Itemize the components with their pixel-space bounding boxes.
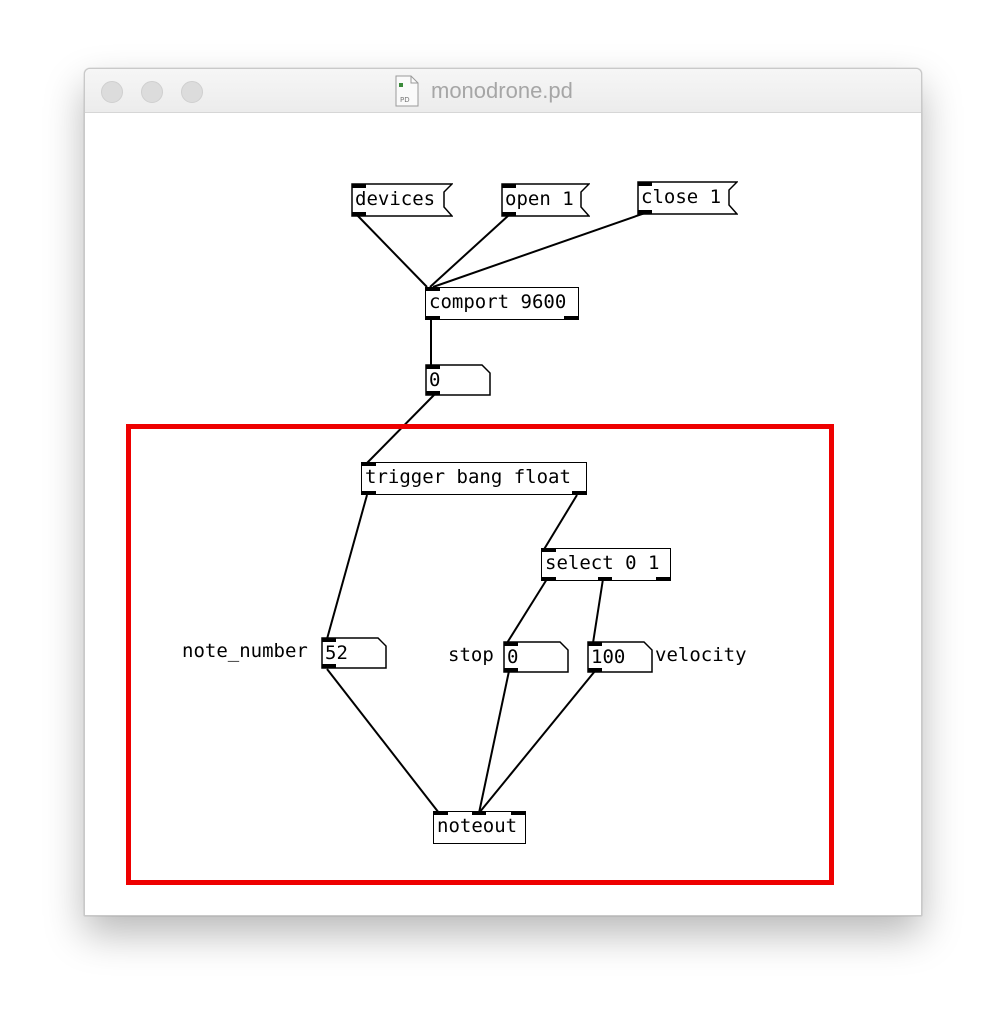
stop-label: stop xyxy=(448,644,494,666)
number-box-note-number[interactable]: 52 xyxy=(321,637,387,669)
patch-canvas[interactable]: devices open 1 close 1 comport 9600 0 xyxy=(85,113,921,915)
outlet[interactable] xyxy=(588,668,602,672)
wire-close-comport xyxy=(432,212,646,288)
velocity-label: velocity xyxy=(655,644,747,666)
highlight-rectangle xyxy=(126,424,834,885)
object-select-text: select 0 1 xyxy=(545,552,660,574)
outlet[interactable] xyxy=(426,391,440,395)
object-comport-text: comport 9600 xyxy=(429,291,567,313)
object-trigger-text: trigger bang float xyxy=(365,466,571,488)
pd-document-icon: PD xyxy=(395,75,419,107)
message-devices-text: devices xyxy=(355,188,436,210)
title-bar: PD monodrone.pd xyxy=(85,69,921,113)
object-select[interactable]: select 0 1 xyxy=(541,548,671,581)
inlet-channel[interactable] xyxy=(511,811,525,815)
outlet[interactable] xyxy=(352,212,366,216)
close-window-button[interactable] xyxy=(101,81,123,103)
number-box-stop[interactable]: 0 xyxy=(503,641,569,673)
outlet[interactable] xyxy=(426,316,440,320)
note-number-label: note_number xyxy=(182,640,308,662)
outlet-left[interactable] xyxy=(362,491,376,495)
window-title: monodrone.pd xyxy=(431,78,573,103)
minimize-window-button[interactable] xyxy=(141,81,163,103)
wire-trigger-select xyxy=(542,494,578,552)
inlet[interactable] xyxy=(362,462,376,466)
wire-devices-comport xyxy=(356,214,428,288)
inlet-note[interactable] xyxy=(434,811,448,815)
message-open-1[interactable]: open 1 xyxy=(501,183,590,217)
outlet[interactable] xyxy=(502,212,516,216)
message-devices[interactable]: devices xyxy=(351,183,453,217)
object-comport[interactable]: comport 9600 xyxy=(425,287,579,320)
inlet[interactable] xyxy=(426,287,440,291)
inlet[interactable] xyxy=(426,365,440,369)
outlet[interactable] xyxy=(322,664,336,668)
wire-number-trigger xyxy=(366,394,435,464)
number-box-top[interactable]: 0 xyxy=(425,364,491,396)
message-open-text: open 1 xyxy=(505,188,574,210)
object-noteout[interactable]: noteout xyxy=(433,811,526,844)
wire-trigger-notenumber xyxy=(326,494,368,640)
patch-connections xyxy=(326,212,646,814)
note-number-value: 52 xyxy=(325,642,348,664)
velocity-value: 100 xyxy=(591,646,626,668)
stop-value: 0 xyxy=(507,646,519,668)
wire-notenumber-noteout xyxy=(326,668,440,814)
inlet[interactable] xyxy=(504,642,518,646)
message-close-text: close 1 xyxy=(641,186,722,208)
outlet-0[interactable] xyxy=(542,577,556,581)
wire-select-velocity xyxy=(592,578,604,644)
outlet[interactable] xyxy=(504,668,518,672)
pd-window: PD monodrone.pd dev xyxy=(84,68,922,916)
zoom-window-button[interactable] xyxy=(181,81,203,103)
message-close-1[interactable]: close 1 xyxy=(637,181,738,215)
wire-velocity-noteout xyxy=(478,670,596,814)
number-box-top-value: 0 xyxy=(429,369,441,391)
outlet-reject[interactable] xyxy=(656,577,670,581)
wire-open-comport xyxy=(429,214,510,288)
wire-stop-noteout xyxy=(478,670,510,814)
outlet-right[interactable] xyxy=(564,316,578,320)
wire-select-stop xyxy=(506,578,548,644)
inlet[interactable] xyxy=(322,638,336,642)
outlet[interactable] xyxy=(638,210,652,214)
number-box-velocity[interactable]: 100 xyxy=(587,641,653,673)
doc-icon-text: PD xyxy=(400,96,410,104)
outlet-1[interactable] xyxy=(598,577,612,581)
inlet[interactable] xyxy=(352,184,366,188)
inlet[interactable] xyxy=(502,184,516,188)
inlet-velocity[interactable] xyxy=(472,811,486,815)
object-noteout-text: noteout xyxy=(437,815,518,837)
inlet[interactable] xyxy=(542,548,556,552)
outlet-right[interactable] xyxy=(572,491,586,495)
object-trigger[interactable]: trigger bang float xyxy=(361,462,587,495)
inlet[interactable] xyxy=(638,182,652,186)
inlet[interactable] xyxy=(588,642,602,646)
